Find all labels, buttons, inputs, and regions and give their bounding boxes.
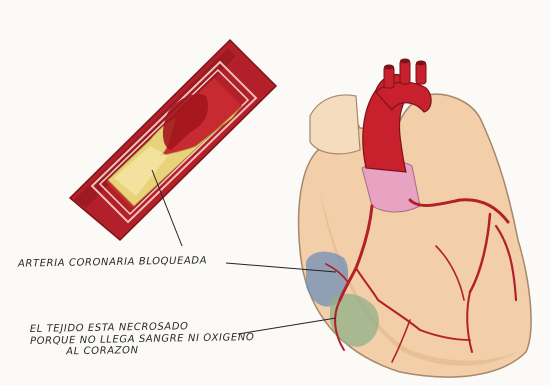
branch-opening-3 — [416, 61, 426, 66]
branch-opening-1 — [384, 65, 394, 70]
necrosis-label: EL TEJIDO ESTA NECROSADO PORQUE NO LLEGA… — [30, 320, 255, 358]
right-atrium — [310, 95, 360, 154]
blocked-artery-drawing — [70, 40, 276, 246]
branch-opening-2 — [400, 59, 410, 64]
aortic-branch-2 — [400, 60, 410, 84]
heart-drawing — [226, 59, 531, 378]
